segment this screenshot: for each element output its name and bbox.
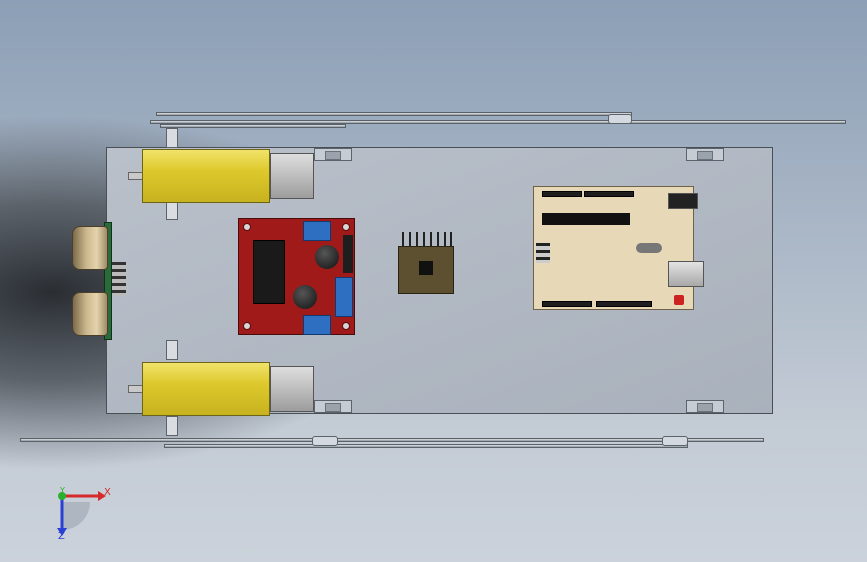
wheel-hub-cap xyxy=(166,128,178,148)
imu-chip xyxy=(419,261,433,275)
driver-heatsink xyxy=(253,240,285,304)
axis-triad xyxy=(57,491,106,536)
mount-bracket xyxy=(314,400,352,413)
digital-header xyxy=(542,191,582,197)
power-header xyxy=(542,301,592,307)
capacitor xyxy=(293,285,317,309)
wheel-hub-cap xyxy=(166,200,178,220)
mount-bracket xyxy=(686,148,724,161)
mount-bracket xyxy=(314,148,352,161)
sensor-pcb xyxy=(104,222,112,340)
axle-rail-top-3 xyxy=(160,124,346,128)
x-axis-arrow-icon xyxy=(98,491,106,501)
imu-header-pins xyxy=(400,232,452,248)
screw-terminal xyxy=(303,221,331,241)
microcontroller-chip xyxy=(542,213,630,225)
analog-header xyxy=(596,301,652,307)
rail-collar xyxy=(662,436,688,446)
dc-gear-motor-bottom[interactable] xyxy=(128,362,314,416)
axle-rail-bottom-1 xyxy=(20,438,764,442)
motor-body xyxy=(142,149,270,203)
axle-rail-top-1 xyxy=(156,112,632,116)
z-axis-label: Z xyxy=(58,531,65,542)
mount-hole xyxy=(243,322,251,330)
usb-port xyxy=(668,261,704,287)
rail-collar xyxy=(312,436,338,446)
reset-button xyxy=(674,295,684,305)
mount-bracket xyxy=(686,400,724,413)
l298n-driver[interactable] xyxy=(238,218,355,335)
axle-rail-bottom-2 xyxy=(164,444,688,448)
x-axis-label: X xyxy=(104,487,111,498)
ultrasonic-sensor[interactable] xyxy=(72,222,130,342)
transmitter-icon xyxy=(72,226,108,270)
digital-header xyxy=(584,191,634,197)
capacitor xyxy=(315,245,339,269)
arduino-uno[interactable] xyxy=(533,186,704,310)
y-axis-label: Y xyxy=(60,486,65,495)
gearbox xyxy=(270,153,314,199)
dc-gear-motor-top[interactable] xyxy=(128,149,314,203)
receiver-icon xyxy=(72,292,108,336)
mount-hole xyxy=(342,223,350,231)
rail-collar xyxy=(608,114,632,124)
gearbox xyxy=(270,366,314,412)
jumper-header xyxy=(343,235,353,273)
z-axis-arrow-icon xyxy=(57,528,67,536)
crystal xyxy=(636,243,662,253)
wheel-hub-cap xyxy=(166,416,178,436)
icsp-header xyxy=(536,243,550,263)
imu-module[interactable] xyxy=(398,246,454,294)
mount-hole xyxy=(342,322,350,330)
wheel-hub-cap xyxy=(166,340,178,360)
y-axis-dot-icon xyxy=(58,492,66,500)
screw-terminal xyxy=(335,277,353,317)
screw-terminal xyxy=(303,315,331,335)
power-jack xyxy=(668,193,698,209)
sensor-pins xyxy=(112,262,126,296)
motor-body xyxy=(142,362,270,416)
mount-hole xyxy=(243,223,251,231)
axle-rail-top-2 xyxy=(150,120,846,124)
